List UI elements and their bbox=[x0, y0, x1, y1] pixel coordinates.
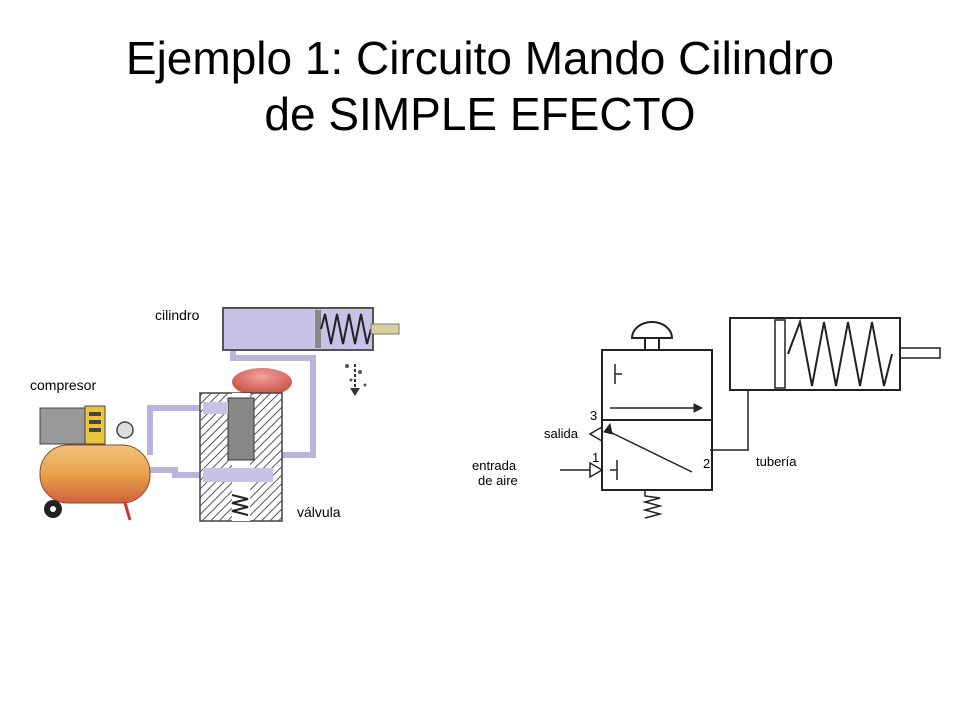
label-tuberia: tubería bbox=[756, 454, 797, 469]
title-line-2: de SIMPLE EFECTO bbox=[264, 88, 696, 140]
air-line bbox=[135, 350, 316, 478]
label-port-2: 2 bbox=[703, 456, 710, 471]
label-compresor: compresor bbox=[30, 377, 96, 393]
label-port-1: 1 bbox=[592, 450, 599, 465]
cylinder-symbol bbox=[729, 317, 941, 391]
label-cilindro: cilindro bbox=[155, 307, 200, 323]
compressor-pictorial bbox=[39, 405, 151, 521]
cylinder-pictorial bbox=[222, 307, 400, 351]
title-line-1: Ejemplo 1: Circuito Mando Cilindro bbox=[125, 32, 835, 84]
schematic-pipe bbox=[710, 390, 749, 451]
valve-symbol bbox=[601, 349, 713, 519]
label-port-3: 3 bbox=[590, 408, 597, 423]
push-button-symbol bbox=[630, 321, 674, 351]
schematic-circuit-diagram: 3 salida 1 entrada de aire 2 tubería bbox=[472, 317, 941, 519]
exhaust-arrow bbox=[345, 364, 367, 396]
pictorial-circuit-diagram: cilindro válvula compresor bbox=[30, 307, 400, 522]
label-valvula: válvula bbox=[297, 504, 341, 520]
label-entrada: entrada bbox=[472, 458, 517, 473]
valve-pictorial bbox=[199, 368, 292, 522]
exhaust-symbol bbox=[588, 425, 603, 443]
inlet-symbol bbox=[560, 461, 604, 479]
label-de-aire: de aire bbox=[478, 473, 518, 488]
label-salida: salida bbox=[544, 426, 579, 441]
page-title: Ejemplo 1: Circuito Mando Cilindro de SI… bbox=[0, 30, 960, 142]
